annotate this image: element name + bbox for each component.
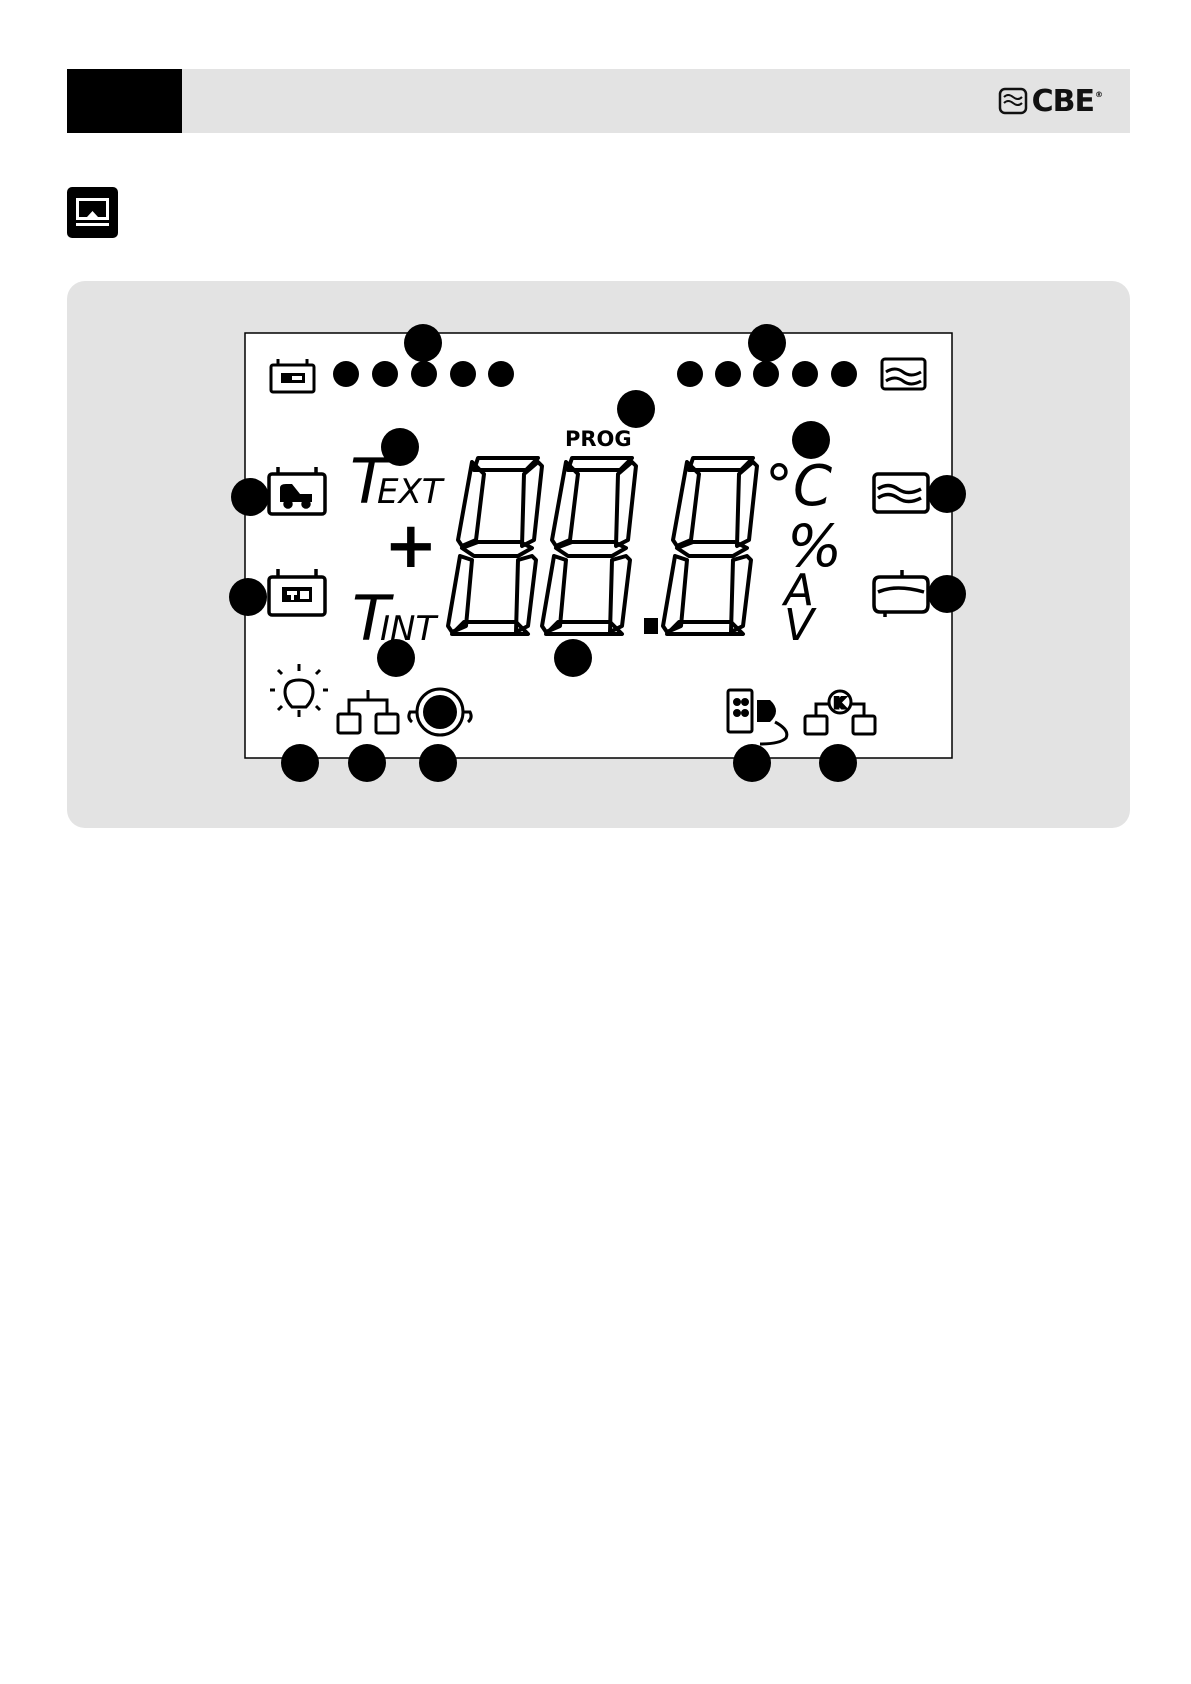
svg-text:K: K — [834, 696, 846, 712]
unit-celsius: °C — [765, 454, 832, 519]
callout-marker — [617, 390, 655, 428]
header-black-block — [67, 69, 182, 133]
callout-marker — [554, 639, 592, 677]
brand-logo: CBE® — [998, 82, 1094, 120]
svg-text:G: G — [430, 699, 451, 729]
callout-marker — [281, 744, 319, 782]
callout-marker — [229, 578, 267, 616]
brand-name: CBE® — [1032, 84, 1094, 119]
callout-marker — [231, 478, 269, 516]
callout-marker — [928, 575, 966, 613]
unit-volt: V — [784, 600, 817, 651]
callout-marker — [348, 744, 386, 782]
callout-marker — [404, 324, 442, 362]
display-icon — [67, 187, 118, 238]
plus-label: + — [384, 509, 438, 583]
callout-marker — [419, 744, 457, 782]
decimal-point — [644, 618, 658, 634]
cbe-logo-icon — [998, 87, 1028, 115]
t-int-label-sub: INT — [380, 609, 438, 649]
callout-marker — [928, 475, 966, 513]
t-ext-label-sub: EXT — [377, 472, 445, 512]
callout-marker — [733, 744, 771, 782]
callout-marker — [748, 324, 786, 362]
callout-marker — [819, 744, 857, 782]
prog-label: PROG — [565, 427, 632, 451]
page-header: CBE® — [67, 69, 1130, 133]
